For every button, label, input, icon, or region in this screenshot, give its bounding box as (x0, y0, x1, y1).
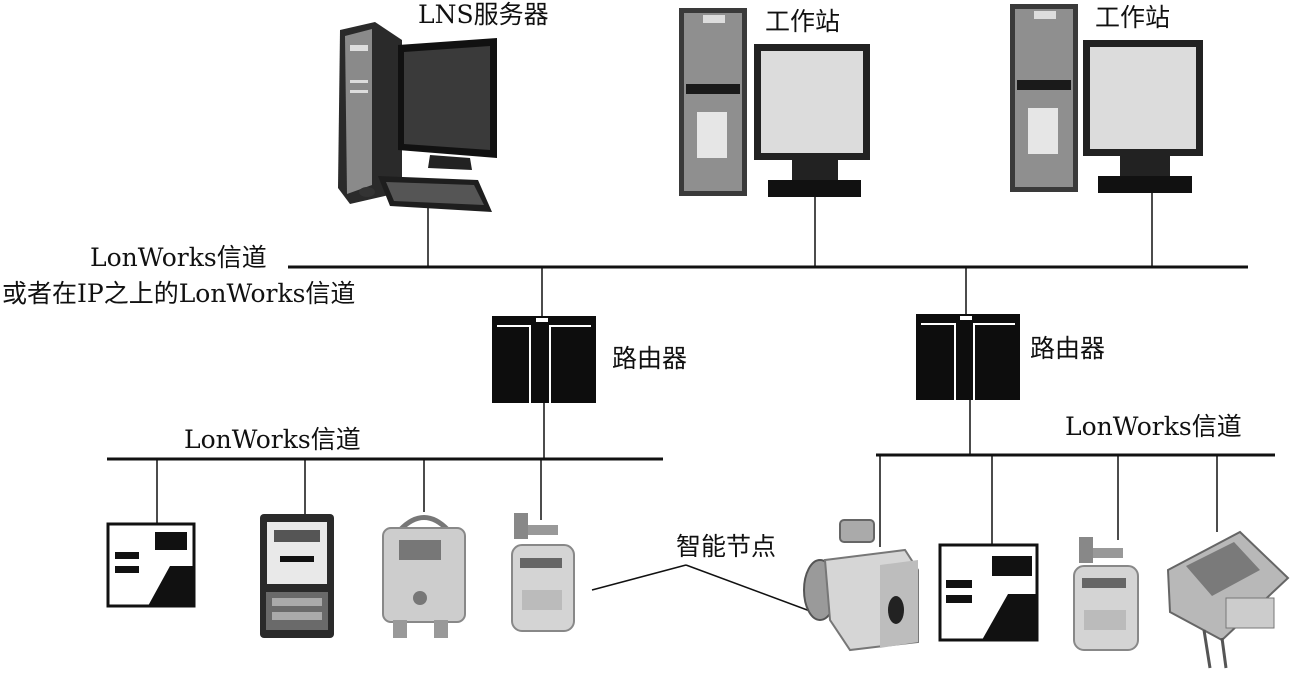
workstation-icon (1010, 4, 1203, 193)
router-icon (492, 316, 596, 403)
router-icon (916, 314, 1020, 400)
right-channel-label: LonWorks信道 (1065, 412, 1242, 441)
left-channel-label: LonWorks信道 (184, 425, 361, 454)
workstation-2-label: 工作站 (1095, 3, 1171, 32)
smart-nodes-pointer-left (591, 564, 687, 591)
water-meter-icon (1073, 537, 1139, 651)
workstation-icon (679, 8, 870, 197)
controller-panel-icon (106, 522, 196, 608)
desktop-computer-icon (338, 22, 497, 212)
controller-panel-icon (938, 543, 1039, 642)
workstation-1-label: 工作站 (765, 7, 841, 36)
backbone-channel-label: LonWorks信道 (90, 243, 267, 272)
gas-detector-icon (382, 515, 466, 638)
smart-nodes-label: 智能节点 (676, 532, 777, 561)
router-1-label: 路由器 (612, 344, 688, 373)
backbone-channel-sublabel: 或者在IP之上的LonWorks信道 (2, 279, 356, 308)
heat-meter-icon (1166, 530, 1290, 669)
smart-nodes-pointer-right (685, 564, 819, 615)
flow-meter-icon (803, 519, 919, 652)
water-meter-icon (511, 513, 575, 632)
lns-server-label: LNS服务器 (418, 0, 549, 29)
router-2-label: 路由器 (1030, 334, 1106, 363)
electricity-meter-icon (260, 514, 334, 638)
